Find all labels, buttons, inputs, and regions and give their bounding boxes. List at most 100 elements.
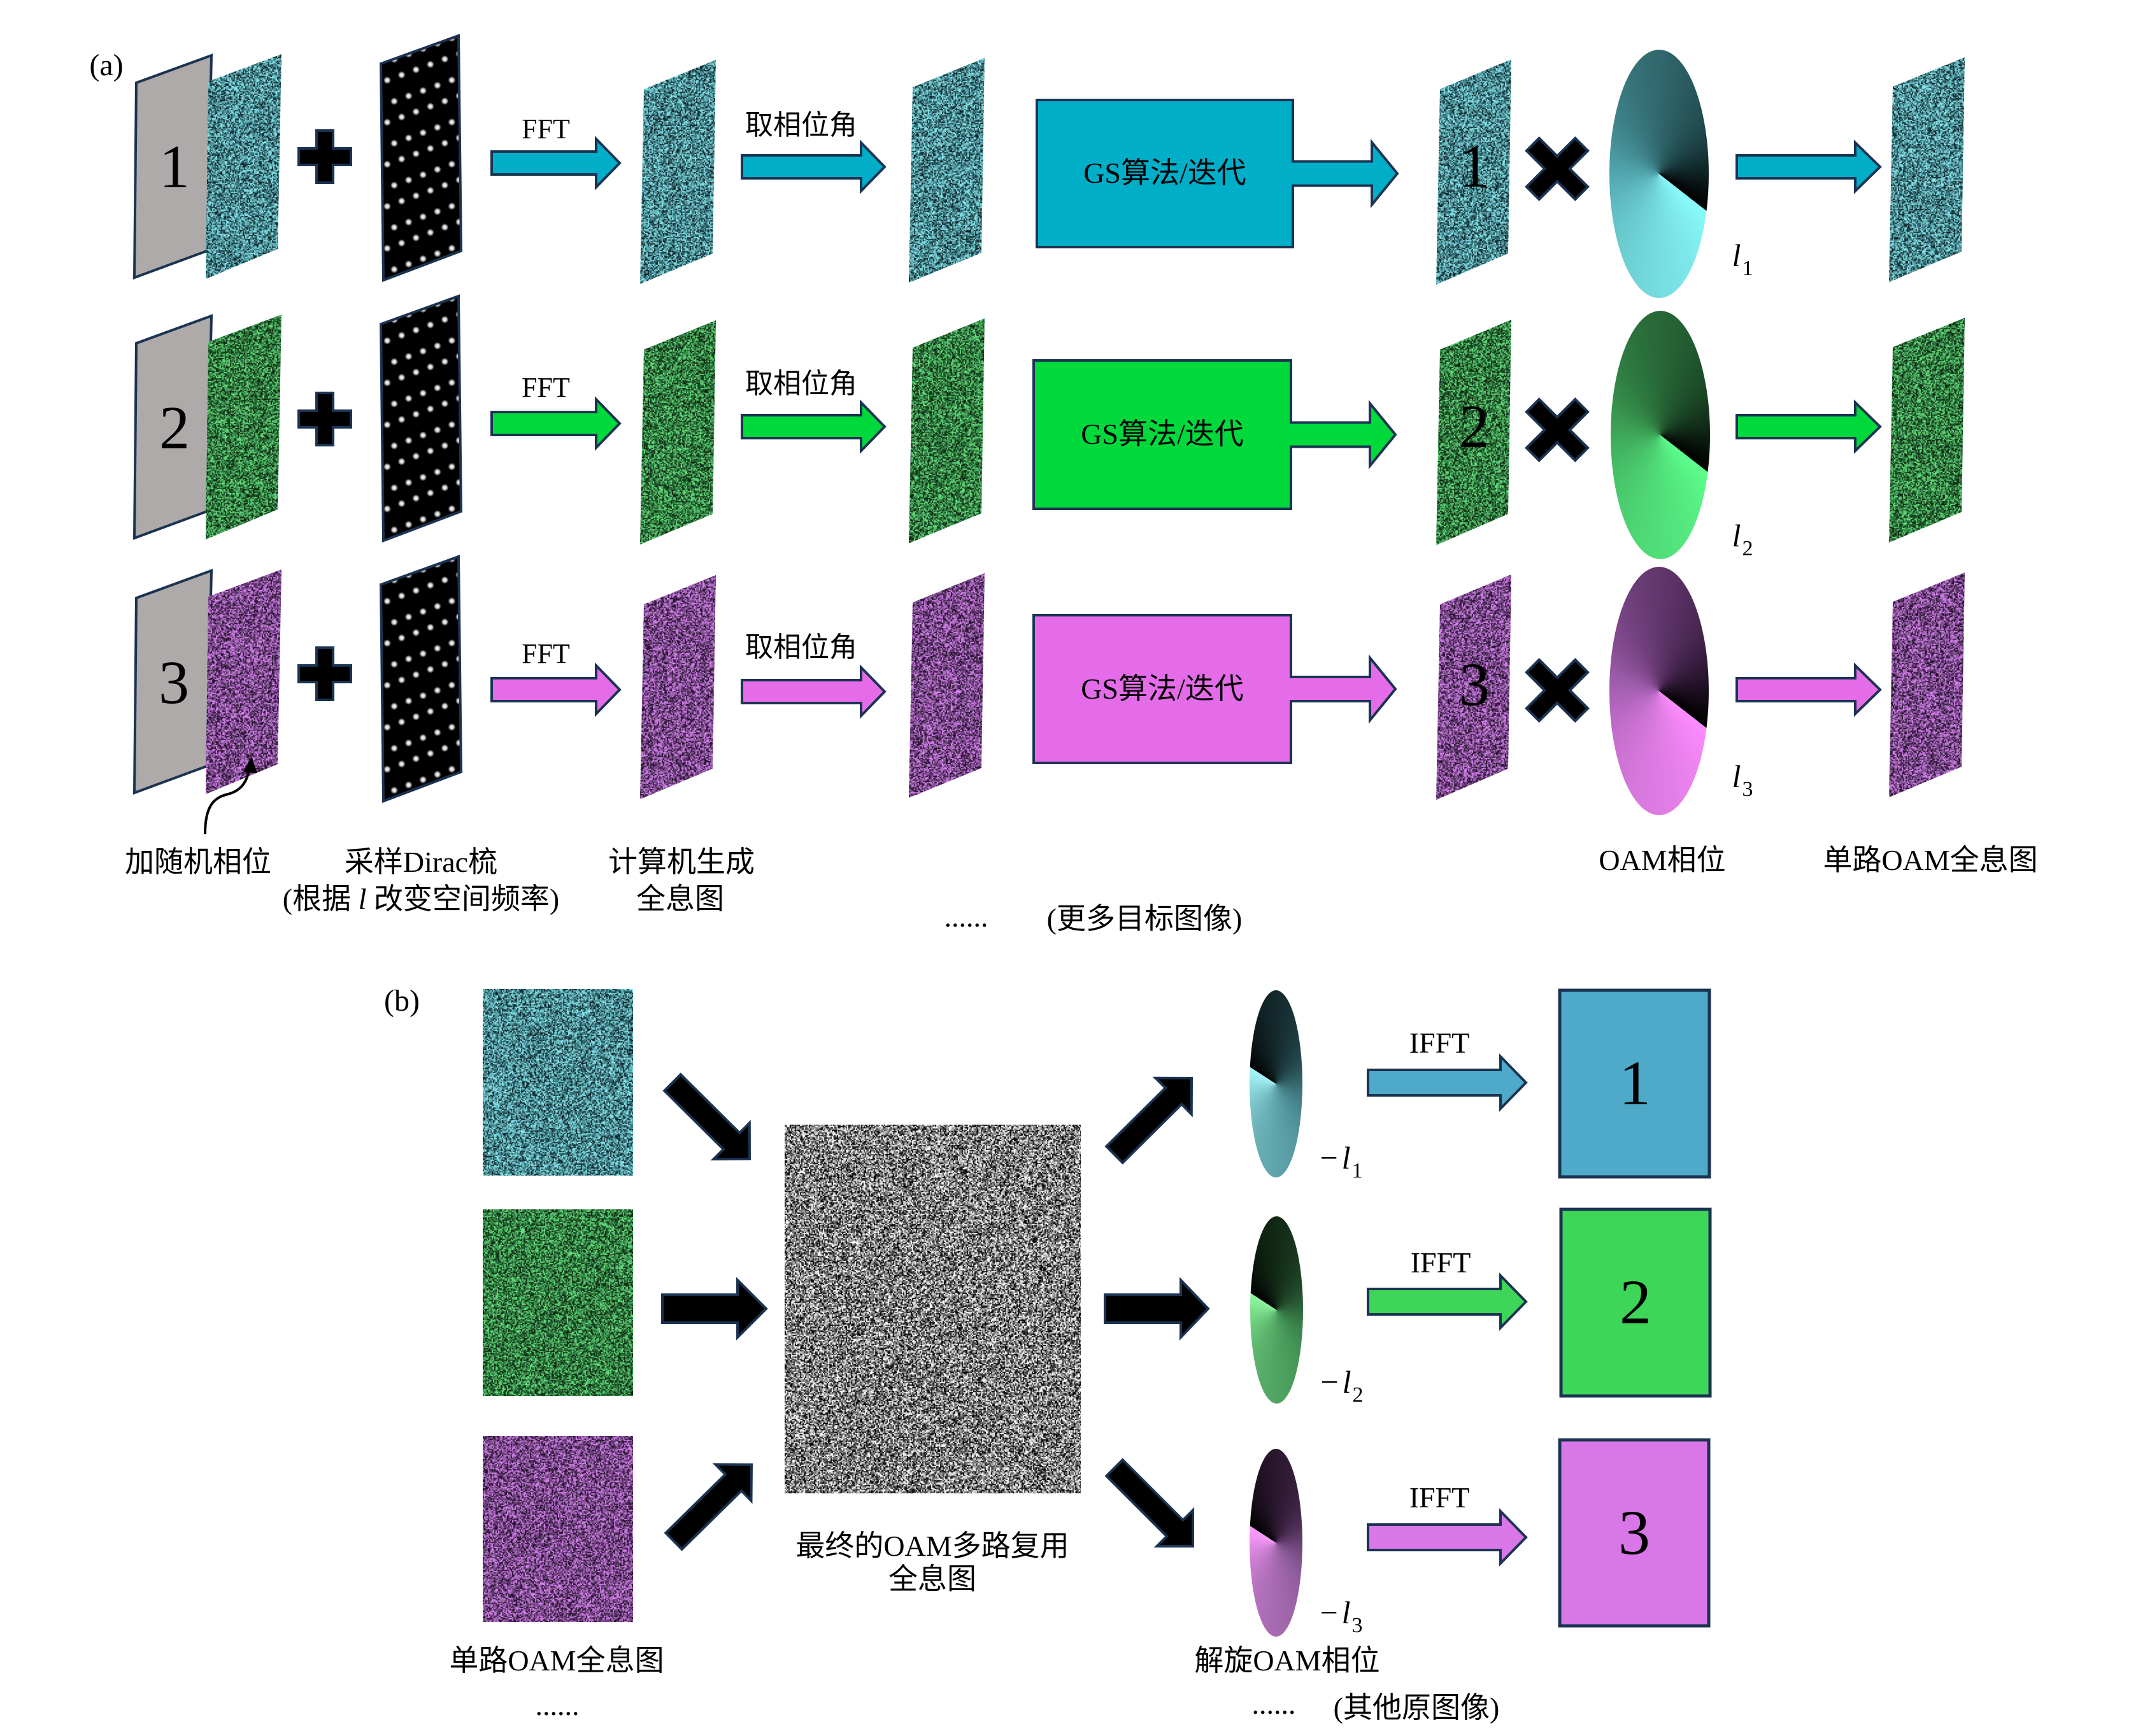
random-phase-plane — [206, 315, 282, 539]
fft-hologram-plane — [640, 320, 716, 544]
oam-order-symbol: l — [1341, 1595, 1351, 1630]
multiplexed-hologram-caption-line2: 全息图 — [888, 1563, 976, 1595]
oam-order-symbol: l — [1732, 758, 1741, 794]
single-oam-hologram-plane — [1889, 318, 1965, 543]
oam-order-symbol: l — [1732, 518, 1741, 553]
recovered-image-number: 1 — [1619, 1048, 1651, 1118]
pointer-arrowhead — [243, 757, 257, 773]
output-arrow — [1735, 139, 1882, 194]
single-oam-hologram-caption: 单路OAM全息图 — [449, 1644, 664, 1677]
cgh-caption-line1: 计算机生成 — [608, 846, 755, 878]
hologram-number: 2 — [1459, 392, 1490, 460]
hologram-number: 1 — [1459, 132, 1490, 200]
pointer-arrow — [204, 769, 250, 835]
fft-arrow — [490, 396, 622, 451]
oam-order-subscript: 1 — [1742, 257, 1753, 280]
dirac-comb-note: (根据 l 改变空间频率) — [283, 885, 559, 914]
multiplexed-hologram-caption-line1: 最终的OAM多路复用 — [795, 1530, 1069, 1562]
oam-order-subscript: 3 — [1742, 778, 1753, 801]
dirac-comb-caption: 采样Dirac梳 — [344, 846, 498, 878]
plus-icon — [297, 392, 352, 446]
fft-label: FFT — [522, 372, 570, 403]
phase-only-hologram-plane — [909, 573, 985, 798]
gs-hologram-plane — [1436, 59, 1511, 285]
oam-order-subscript: 2 — [1742, 537, 1753, 560]
output-arrow — [1735, 662, 1882, 717]
phase-extract-label: 取相位角 — [745, 632, 857, 663]
gs-algorithm-label: GS算法/迭代 — [1081, 418, 1244, 450]
split-arrow — [1104, 1458, 1194, 1547]
single-oam-hologram-plane — [1889, 573, 1965, 797]
recovered-image-box — [1558, 988, 1711, 1179]
oam-spiral-phase-plate — [1609, 567, 1709, 815]
gs-algorithm-label: GS算法/迭代 — [1083, 157, 1246, 189]
merge-arrow — [661, 1277, 768, 1341]
oam-order-symbol: l — [1732, 238, 1741, 273]
oam-spiral-phase-plate — [1611, 311, 1710, 559]
phase-extract-label: 取相位角 — [745, 368, 857, 399]
phase-extract-arrow — [741, 139, 887, 194]
dirac-comb-frame — [379, 294, 463, 543]
minus-sign: − — [1320, 1364, 1339, 1400]
fft-label: FFT — [522, 113, 570, 145]
fft-label: FFT — [522, 638, 570, 669]
oam-order-symbol: l — [1342, 1364, 1351, 1400]
times-icon — [1525, 658, 1590, 723]
target-image-number: 3 — [159, 648, 189, 716]
gs-algorithm-block — [1036, 99, 1399, 248]
split-arrow — [1104, 1277, 1210, 1341]
oam-order-subscript: 3 — [1351, 1614, 1363, 1637]
cgh-caption-line2: 全息图 — [636, 883, 724, 915]
target-image-number: 2 — [159, 394, 190, 462]
dirac-comb-plane — [381, 296, 461, 541]
oam-order-label: l2 — [1732, 518, 1753, 560]
oam-phase-caption: OAM相位 — [1599, 844, 1726, 876]
phase-extract-arrow — [741, 664, 887, 719]
phase-extract-label: 取相位角 — [745, 110, 857, 141]
phase-only-hologram-plane — [909, 318, 985, 543]
split-arrow — [1104, 1076, 1194, 1165]
plus-icon — [297, 129, 352, 184]
random-phase-caption: 加随机相位 — [125, 846, 271, 878]
single-oam-hologram — [483, 1209, 633, 1396]
single-more-ellipsis: ...... — [535, 1689, 580, 1721]
gs-hologram-plane — [1436, 320, 1511, 545]
ifft-arrow — [1367, 1508, 1528, 1567]
conjugate-oam-phase-plate — [1250, 1216, 1303, 1404]
dirac-comb-frame — [379, 555, 463, 803]
gs-algorithm-block — [1032, 359, 1397, 510]
oam-order-subscript: 1 — [1351, 1159, 1363, 1183]
conjugate-oam-phase-plate — [1250, 1449, 1302, 1637]
gs-algorithm-label: GS算法/迭代 — [1081, 672, 1244, 705]
oam-order-symbol: l — [1341, 1140, 1351, 1176]
more-ellipsis: ...... — [944, 900, 988, 933]
ifft-arrow — [1367, 1272, 1528, 1331]
more-targets-caption: (更多目标图像) — [1046, 902, 1243, 935]
plus-icon — [297, 646, 352, 701]
hologram-number: 3 — [1459, 650, 1490, 718]
oam-order-label: l1 — [1732, 238, 1753, 280]
multiplexed-oam-hologram — [785, 1125, 1081, 1493]
others-ellipsis: ...... — [1251, 1688, 1296, 1720]
gs-hologram-plane — [1436, 574, 1511, 800]
times-icon — [1525, 397, 1590, 462]
single-oam-hologram-caption: 单路OAM全息图 — [1823, 844, 2038, 876]
fft-arrow — [490, 136, 622, 190]
conjugate-oam-label: −l2 — [1320, 1364, 1363, 1406]
fft-hologram-plane — [640, 575, 716, 799]
dirac-comb-frame — [379, 34, 463, 282]
random-phase-plane — [206, 54, 282, 279]
merge-arrow — [662, 1072, 752, 1161]
conjugate-oam-label: −l3 — [1320, 1595, 1362, 1637]
fft-arrow — [490, 662, 622, 717]
panel-a-label: (a) — [89, 48, 124, 82]
ifft-label: IFFT — [1410, 1246, 1471, 1279]
dirac-note-prefix: (根据 — [282, 883, 359, 915]
gs-algorithm-block — [1032, 614, 1397, 764]
oam-order-subscript: 2 — [1352, 1383, 1364, 1407]
dirac-comb-plane — [381, 557, 461, 801]
